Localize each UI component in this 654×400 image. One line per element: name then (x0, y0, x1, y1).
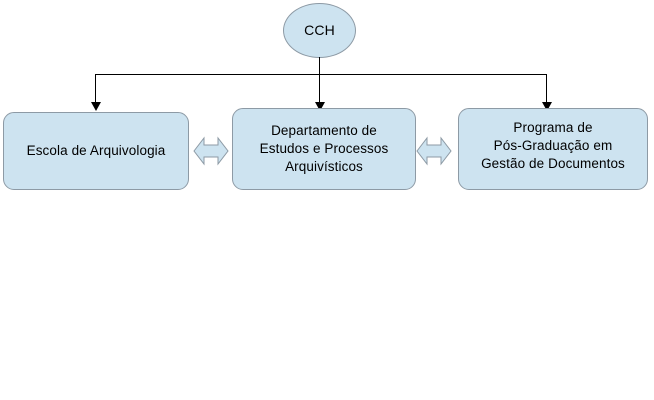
node-departamento-estudos-processos-arquivisticos[interactable]: Departamento de Estudos e Processos Arqu… (232, 108, 416, 190)
connector-drop-programa (546, 74, 547, 104)
double-arrow-escola-departamento-icon (192, 133, 230, 169)
node-departamento-estudos-processos-arquivisticos-label: Departamento de Estudos e Processos Arqu… (259, 123, 389, 174)
connector-drop-departamento (319, 74, 320, 104)
arrowhead-programa-icon (542, 102, 552, 111)
node-escola-arquivologia-label: Escola de Arquivologia (26, 143, 166, 159)
node-programa-pos-graduacao-gestao-documentos[interactable]: Programa de Pós-Graduação em Gestão de D… (458, 108, 648, 190)
connector-drop-escola (95, 74, 96, 104)
arrowhead-escola-icon (91, 102, 101, 111)
node-cch[interactable]: CCH (283, 3, 356, 58)
connector-root-stem (319, 57, 320, 75)
connector-horizontal-bus (95, 74, 547, 75)
node-escola-arquivologia[interactable]: Escola de Arquivologia (3, 112, 189, 190)
node-cch-label: CCH (304, 22, 335, 39)
double-arrow-departamento-programa-icon (415, 133, 453, 169)
arrowhead-departamento-icon (315, 102, 325, 111)
node-programa-pos-graduacao-gestao-documentos-label: Programa de Pós-Graduação em Gestão de D… (481, 120, 625, 171)
